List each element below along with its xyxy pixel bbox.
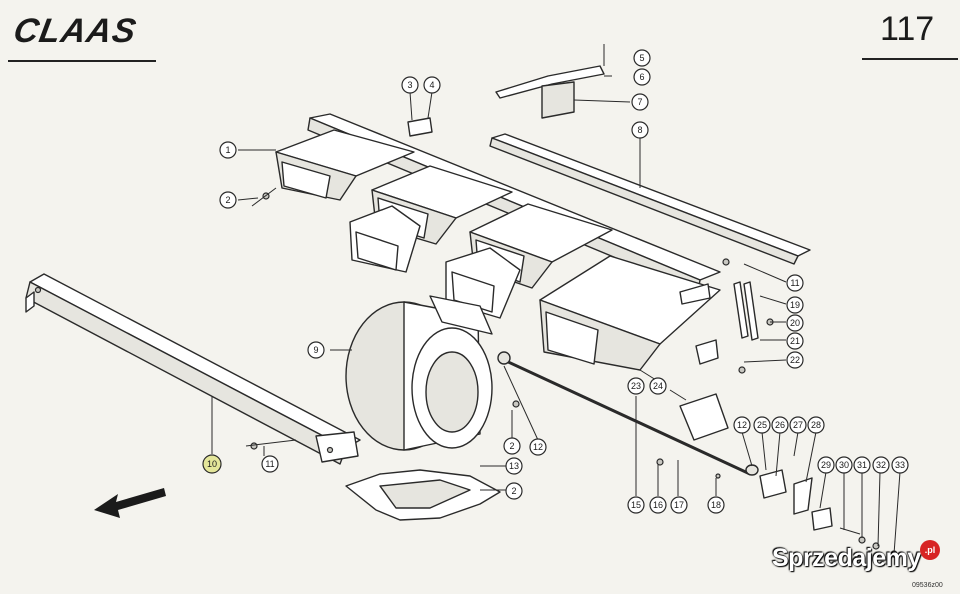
callout-9: 9 [307,341,325,359]
cover-plate-part [679,393,729,441]
svg-text:12: 12 [737,420,747,430]
svg-text:15: 15 [631,500,641,510]
callout-13: 13 [505,457,523,475]
bolt-parts [245,187,774,479]
callout-11-left: 11 [261,455,279,473]
callout-20: 20 [786,314,804,332]
callout-16: 16 [649,496,667,514]
drive-shaft-part [497,351,751,476]
svg-text:25: 25 [757,420,767,430]
svg-text:6: 6 [639,72,644,82]
svg-text:5: 5 [639,53,644,63]
svg-text:11: 11 [790,278,799,288]
callout-2-low: 2 [505,482,523,500]
duct-housing-6 [539,255,721,371]
callout-26: 26 [771,416,789,434]
duct-housing-1 [275,129,415,201]
watermark-badge: .pl [920,540,940,560]
svg-text:26: 26 [775,420,785,430]
callout-18: 18 [707,496,725,514]
leader-lines [211,75,901,555]
callout-3: 3 [401,76,419,94]
callout-2: 2 [219,191,237,209]
duct-housing-3 [349,205,421,273]
callout-19: 19 [786,296,804,314]
drawing-reference-code: 09536z00 [912,582,943,589]
callout-4: 4 [423,76,441,94]
top-bracket-part [495,44,605,119]
strap-parts [733,281,759,341]
upper-rail-part [489,133,811,265]
svg-text:1: 1 [225,145,230,155]
callout-32: 32 [872,456,890,474]
svg-text:33: 33 [895,460,905,470]
callout-1: 1 [219,141,237,159]
svg-text:18: 18 [711,500,721,510]
callout-27: 27 [789,416,807,434]
callout-22: 22 [786,351,804,369]
svg-text:23: 23 [631,381,641,391]
svg-text:29: 29 [821,460,831,470]
svg-text:2: 2 [511,486,516,496]
svg-text:30: 30 [839,460,849,470]
lower-shroud-part [345,469,501,521]
header-divider-right [862,58,958,60]
svg-text:10: 10 [207,459,217,469]
svg-text:7: 7 [637,97,642,107]
header-divider-left [8,60,156,62]
callout-30: 30 [835,456,853,474]
svg-text:8: 8 [637,125,642,135]
svg-text:2: 2 [225,195,230,205]
watermark-text: Sprzedajemy [772,544,921,572]
svg-text:19: 19 [790,300,800,310]
callout-7: 7 [631,93,649,111]
small-plate-part [407,117,433,137]
svg-text:22: 22 [790,355,800,365]
svg-text:11: 11 [265,459,274,469]
svg-text:17: 17 [674,500,684,510]
callout-8: 8 [631,121,649,139]
callout-17: 17 [670,496,688,514]
side-rail-part [25,273,361,465]
svg-text:24: 24 [653,381,663,391]
svg-text:27: 27 [793,420,803,430]
callout-2-mid: 2 [503,437,521,455]
callout-33: 33 [891,456,909,474]
svg-text:32: 32 [876,460,886,470]
svg-text:2: 2 [509,441,514,451]
direction-arrow-icon [94,488,166,518]
svg-text:21: 21 [790,336,800,346]
svg-text:3: 3 [407,80,412,90]
svg-text:13: 13 [509,461,519,471]
svg-text:20: 20 [790,318,800,328]
fitting-parts [745,464,898,558]
svg-text:9: 9 [313,345,318,355]
svg-text:28: 28 [811,420,821,430]
callout-15: 15 [627,496,645,514]
callout-6: 6 [633,68,651,86]
svg-text:16: 16 [653,500,663,510]
callout-25: 25 [753,416,771,434]
callout-29: 29 [817,456,835,474]
callout-31: 31 [853,456,871,474]
callout-21: 21 [786,332,804,350]
svg-text:12: 12 [533,442,543,452]
callout-11-right: 11 [786,274,804,292]
callout-5: 5 [633,49,651,67]
svg-text:4: 4 [429,80,434,90]
callout-10: 10 [202,454,222,474]
callout-23: 23 [627,377,645,395]
page-number: 117 [880,10,935,48]
fan-housing-part [345,295,493,451]
callout-28: 28 [807,416,825,434]
svg-text:31: 31 [857,460,867,470]
callout-12-right: 12 [733,416,751,434]
callout-24: 24 [649,377,667,395]
callout-12-mid: 12 [529,438,547,456]
